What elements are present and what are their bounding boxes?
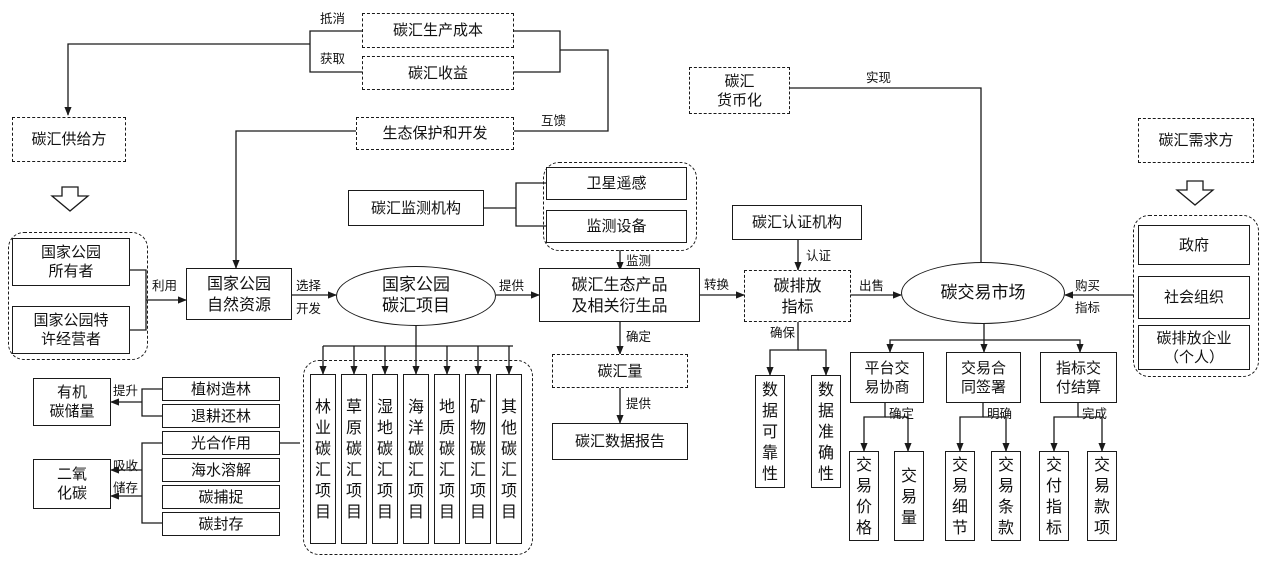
photosynthesis-node: 光合作用 xyxy=(162,431,280,455)
label-index: 指标 xyxy=(1075,300,1101,315)
social-org-node: 社会组织 xyxy=(1138,276,1250,319)
carbon-income-node: 碳汇收益 xyxy=(362,56,514,90)
label-certify: 认证 xyxy=(806,248,832,263)
farm-forest-node: 退耕还林 xyxy=(162,404,280,428)
emission-index-node: 碳排放 指标 xyxy=(744,270,851,322)
label-realize: 实现 xyxy=(866,70,892,85)
contract-sign-node: 交易合 同签署 xyxy=(946,352,1021,403)
project-type-other: 其 他 碳 汇 项 目 xyxy=(496,374,522,544)
trade-payment-node: 交 易 款 项 xyxy=(1087,451,1117,541)
trade-terms-node: 交 易 条 款 xyxy=(991,451,1021,541)
owner-group xyxy=(8,232,148,360)
platform-negotiation-node: 平台交 易协商 xyxy=(850,352,924,403)
supplier-node: 碳汇供给方 xyxy=(12,117,126,162)
project-type-forest: 林 业 碳 汇 项 目 xyxy=(310,374,336,544)
sink-amount-node: 碳汇量 xyxy=(552,354,688,388)
products-node: 碳汇生态产品 及相关衍生品 xyxy=(539,268,700,322)
label-determine-1: 确定 xyxy=(626,329,652,344)
government-node: 政府 xyxy=(1138,225,1250,265)
label-provide-1: 提供 xyxy=(499,278,525,293)
monitor-tech-group xyxy=(543,162,697,251)
cert-org-node: 碳汇认证机构 xyxy=(732,205,862,240)
label-select: 选择 xyxy=(296,278,322,293)
seawater-node: 海水溶解 xyxy=(162,458,280,482)
owner-node: 国家公园 所有者 xyxy=(12,238,130,286)
data-accuracy-node: 数 据 准 确 性 xyxy=(811,375,841,488)
label-convert: 转换 xyxy=(704,277,730,292)
trade-price-node: 交 易 价 格 xyxy=(849,451,879,541)
project-type-wetland: 湿 地 碳 汇 项 目 xyxy=(372,374,398,544)
label-offset: 抵消 xyxy=(320,11,346,26)
label-use: 利用 xyxy=(152,278,178,293)
co2-node: 二氧 化碳 xyxy=(33,459,111,509)
demander-node: 碳汇需求方 xyxy=(1138,118,1254,163)
label-sell: 出售 xyxy=(859,278,885,293)
monitor-org-node: 碳汇监测机构 xyxy=(348,190,484,226)
label-develop: 开发 xyxy=(296,301,322,316)
project-type-geology: 地 质 碳 汇 项 目 xyxy=(434,374,460,544)
eco-protect-node: 生态保护和开发 xyxy=(356,117,514,150)
settlement-node: 指标交 付结算 xyxy=(1040,352,1117,403)
label-ensure: 确保 xyxy=(770,325,796,340)
resources-node: 国家公园 自然资源 xyxy=(186,268,292,320)
currency-node: 碳汇 货币化 xyxy=(689,67,790,114)
label-monitor: 监测 xyxy=(626,253,652,268)
label-complete: 完成 xyxy=(1082,406,1108,421)
label-feedback: 互馈 xyxy=(541,113,567,128)
trade-volume-node: 交 易 量 xyxy=(894,451,924,541)
label-absorb: 吸收 xyxy=(113,458,139,473)
operator-node: 国家公园特 许经营者 xyxy=(12,306,130,354)
hollow-arrows xyxy=(50,180,1215,212)
demander-group xyxy=(1133,215,1259,377)
label-clarify: 明确 xyxy=(987,406,1013,421)
label-obtain: 获取 xyxy=(320,51,346,66)
organic-storage-node: 有机 碳储量 xyxy=(33,378,111,426)
carbon-cost-node: 碳汇生产成本 xyxy=(362,13,514,48)
label-provide-2: 提供 xyxy=(626,396,652,411)
deliver-index-node: 交 付 指 标 xyxy=(1039,451,1069,541)
monitor-equip-node: 监测设备 xyxy=(546,210,687,243)
storage-node: 碳封存 xyxy=(162,512,280,536)
enterprise-node: 碳排放企业 （个人） xyxy=(1138,325,1250,370)
project-node: 国家公园 碳汇项目 xyxy=(336,266,496,326)
carbon-market-node: 碳交易市场 xyxy=(901,262,1065,324)
project-type-ocean: 海 洋 碳 汇 项 目 xyxy=(403,374,429,544)
data-reliability-node: 数 据 可 靠 性 xyxy=(755,375,785,488)
afforest-node: 植树造林 xyxy=(162,377,280,401)
label-store: 储存 xyxy=(113,480,139,495)
project-types-group xyxy=(303,360,533,555)
project-type-grassland: 草 原 碳 汇 项 目 xyxy=(341,374,367,544)
label-raise: 提升 xyxy=(113,383,139,398)
label-purchase: 购买 xyxy=(1075,278,1101,293)
data-report-node: 碳汇数据报告 xyxy=(552,423,688,460)
satellite-node: 卫星遥感 xyxy=(546,167,687,200)
trade-detail-node: 交 易 细 节 xyxy=(945,451,975,541)
capture-node: 碳捕捉 xyxy=(162,485,280,509)
label-determine-2: 确定 xyxy=(889,406,915,421)
project-type-mineral: 矿 物 碳 汇 项 目 xyxy=(465,374,491,544)
